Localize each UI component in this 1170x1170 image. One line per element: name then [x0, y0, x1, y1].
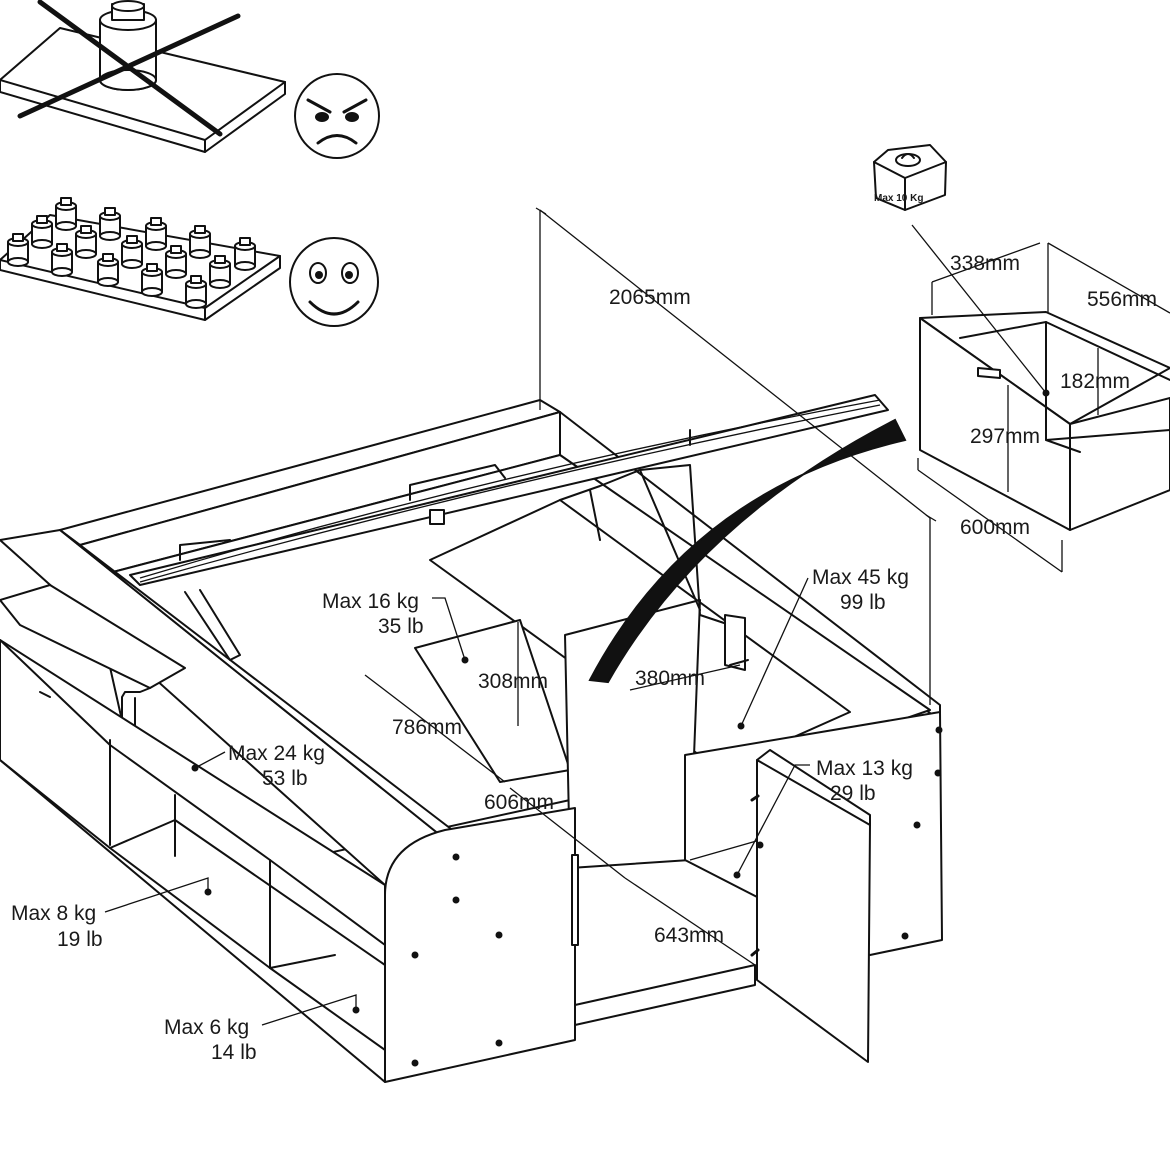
happy-face-icon — [289, 237, 379, 327]
storage-small-kg-label: Max 16 kg — [322, 590, 419, 613]
storage-large-lb-label: 99 lb — [840, 591, 886, 614]
shelf-top-kg-label: Max 24 kg — [228, 742, 325, 765]
lift-arrow — [588, 418, 907, 684]
weight-leaders — [104, 577, 810, 1026]
small-weight-icon — [141, 263, 163, 297]
length-total-label: 2065mm — [609, 286, 691, 309]
drawer-max-weight-label: Max 10 Kg — [874, 193, 923, 204]
storage-height-label: 308mm — [478, 670, 548, 693]
assembly-holes — [411, 726, 943, 1067]
small-weight-icon — [55, 197, 77, 231]
compartment-width-label: 606mm — [484, 791, 554, 814]
small-weight-icon — [209, 255, 231, 289]
labels: 2065mm 338mm 556mm 182mm 297mm 600mm Max… — [11, 252, 1157, 1064]
small-weight-icon — [7, 233, 29, 267]
compartment-depth-label: 643mm — [654, 924, 724, 947]
small-weight-icon — [99, 207, 121, 241]
drawer-length-label: 600mm — [960, 516, 1030, 539]
storage-large-kg-label: Max 45 kg — [812, 566, 909, 589]
drawer-depth-label: 556mm — [1087, 288, 1157, 311]
storage-depth-label: 786mm — [392, 716, 462, 739]
shelf-mid-kg-label: Max 8 kg — [11, 902, 96, 925]
drawer-weight-icon: Max 10 Kg — [873, 144, 947, 211]
dimension-lines — [364, 207, 1170, 966]
shelf-top-lb-label: 53 lb — [262, 767, 308, 790]
drawer-height-label: 297mm — [970, 425, 1040, 448]
storage-small-lb-label: 35 lb — [378, 615, 424, 638]
door-storage-lb-label: 29 lb — [830, 782, 876, 805]
small-weight-icon — [185, 275, 207, 309]
small-weight-icon — [234, 237, 256, 271]
drawer-width-label: 338mm — [950, 252, 1020, 275]
small-weight-icon — [145, 217, 167, 251]
small-weight-icon — [121, 235, 143, 269]
shelf-mid-lb-label: 19 lb — [57, 928, 103, 951]
small-weight-icon — [165, 245, 187, 279]
bed-frame — [0, 394, 943, 1083]
shelf-low-lb-label: 14 lb — [211, 1041, 257, 1064]
small-weight-icon — [97, 253, 119, 287]
drawer-inner-height-label: 182mm — [1060, 370, 1130, 393]
small-weight-icon — [75, 225, 97, 259]
shelf-low-kg-label: Max 6 kg — [164, 1016, 249, 1039]
angry-face-icon — [294, 73, 380, 159]
small-weight-icon — [189, 225, 211, 259]
storage-width-small-label: 380mm — [635, 667, 705, 690]
wrong-load-icon — [0, 0, 286, 153]
door-storage-kg-label: Max 13 kg — [816, 757, 913, 780]
correct-load-icon — [0, 197, 281, 321]
small-weight-icon — [31, 215, 53, 249]
drawer — [919, 311, 1170, 531]
small-weight-icon — [51, 243, 73, 277]
